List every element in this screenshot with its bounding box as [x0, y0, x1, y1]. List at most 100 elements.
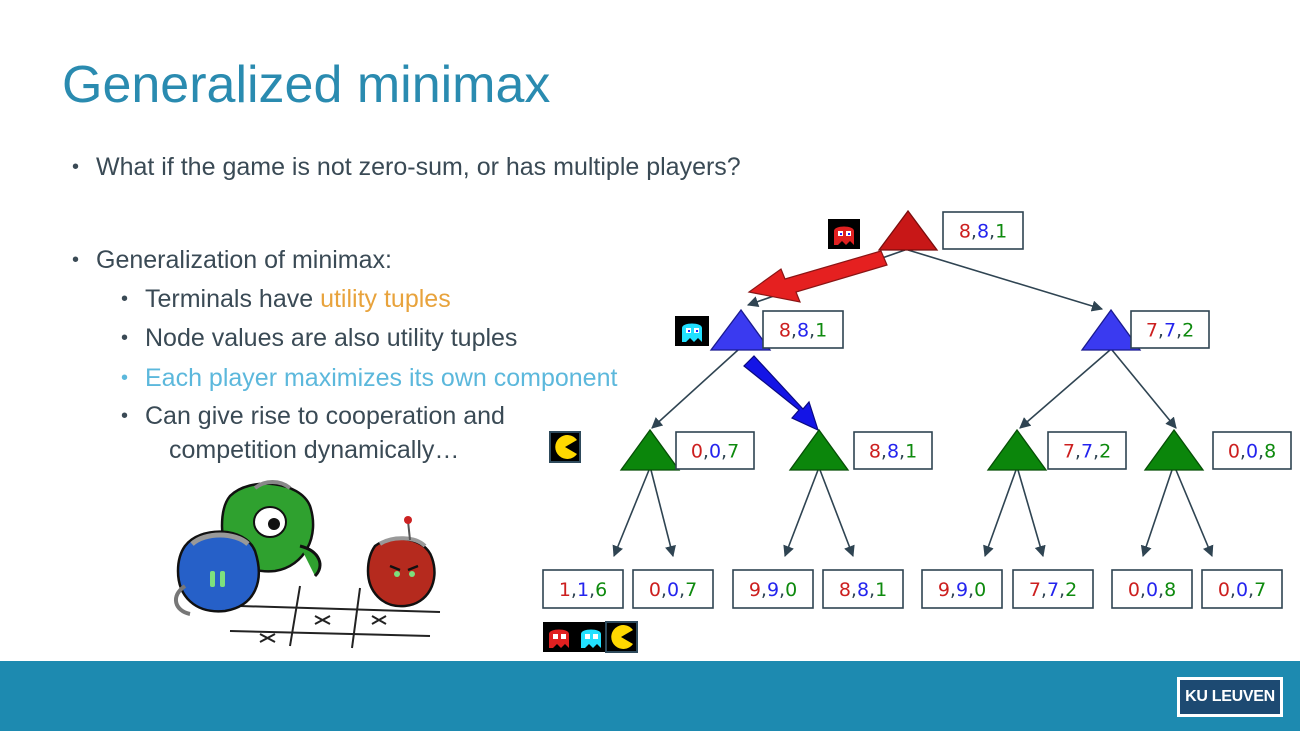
utility-component: 1 [995, 221, 1007, 243]
level2-value-box-1-text: 0,0,7 [691, 441, 739, 463]
tuple-separator: , [851, 579, 857, 601]
utility-component: 9 [767, 579, 779, 601]
footer-bar [0, 661, 1300, 731]
utility-component: 0 [1218, 579, 1230, 601]
ku-leuven-logo: KU LEUVEN [1177, 677, 1283, 717]
tuple-separator: , [950, 579, 956, 601]
utility-component: 2 [1065, 579, 1077, 601]
edge-l2c-leaf6 [1017, 469, 1046, 558]
leaf-value-box-1: 1,1,6 [542, 569, 624, 609]
leaf-value-box-2: 0,0,7 [632, 569, 714, 609]
utility-component: 7 [1029, 579, 1041, 601]
tuple-separator: , [881, 441, 887, 463]
level1-value-box-left-text: 8,8,1 [779, 320, 827, 342]
utility-component: 8 [869, 441, 881, 463]
players-legend-icons [543, 621, 638, 653]
leaf-value-box-3-text: 9,9,0 [749, 579, 797, 601]
utility-component: 0 [974, 579, 986, 601]
leaf-value-box-3: 9,9,0 [732, 569, 814, 609]
leaf-value-box-8: 0,0,7 [1201, 569, 1283, 609]
utility-component: 8 [1264, 441, 1276, 463]
utility-component: 7 [1146, 320, 1158, 342]
edge-root-right [907, 249, 1104, 312]
utility-component: 9 [749, 579, 761, 601]
tuple-separator: , [1041, 579, 1047, 601]
level1-value-box-left: 8,8,1 [762, 310, 844, 349]
utility-component: 0 [1146, 579, 1158, 601]
blue-best-move-arrow [743, 355, 819, 432]
utility-component: 1 [815, 320, 827, 342]
level2-value-box-1: 0,0,7 [675, 431, 755, 470]
level1-node-blue-right [1080, 308, 1142, 351]
utility-component: 9 [938, 579, 950, 601]
red-apple-character-icon [366, 516, 436, 608]
edge-l2a-leaf2 [650, 469, 676, 558]
leaf-value-box-6: 7,7,2 [1012, 569, 1094, 609]
leaf-value-box-6-text: 7,7,2 [1029, 579, 1077, 601]
tuple-separator: , [1158, 320, 1164, 342]
tuple-separator: , [968, 579, 974, 601]
edge-l1b-l2c [1019, 349, 1111, 429]
utility-component: 8 [797, 320, 809, 342]
tuple-separator: , [1158, 579, 1164, 601]
ku-leuven-logo-text: KU LEUVEN [1180, 680, 1280, 714]
leaf-value-box-1-text: 1,1,6 [559, 579, 607, 601]
utility-component: 7 [1063, 441, 1075, 463]
utility-component: 1 [905, 441, 917, 463]
tuple-separator: , [869, 579, 875, 601]
tuple-separator: , [971, 221, 977, 243]
leaf-value-box-4: 8,8,1 [822, 569, 904, 609]
edge-l2d-leaf8 [1175, 469, 1214, 558]
leaf-value-box-5-text: 9,9,0 [938, 579, 986, 601]
tuple-separator: , [571, 579, 577, 601]
tuple-separator: , [1059, 579, 1065, 601]
utility-component: 0 [709, 441, 721, 463]
root-max-node-red [877, 209, 939, 251]
utility-component: 2 [1099, 441, 1111, 463]
tuple-separator: , [779, 579, 785, 601]
utility-component: 7 [1164, 320, 1176, 342]
utility-component: 1 [875, 579, 887, 601]
utility-component: 1 [559, 579, 571, 601]
level2-value-box-3-text: 7,7,2 [1063, 441, 1111, 463]
tuple-separator: , [899, 441, 905, 463]
tuple-separator: , [703, 441, 709, 463]
root-value-box: 8,8,1 [942, 211, 1024, 250]
pacman-icon [549, 431, 581, 463]
utility-component: 7 [685, 579, 697, 601]
utility-component: 7 [1254, 579, 1266, 601]
tuple-separator: , [1248, 579, 1254, 601]
tuple-separator: , [589, 579, 595, 601]
edge-l1a-l2a [651, 349, 739, 429]
tree-edges [612, 249, 1214, 558]
utility-component: 8 [1164, 579, 1176, 601]
root-value-box-text: 8,8,1 [959, 221, 1007, 243]
utility-component: 8 [857, 579, 869, 601]
utility-component: 0 [1228, 441, 1240, 463]
edge-l2a-leaf1 [612, 469, 650, 558]
tuple-separator: , [1258, 441, 1264, 463]
tuple-separator: , [989, 221, 995, 243]
edge-l2d-leaf7 [1140, 469, 1173, 558]
utility-component: 2 [1182, 320, 1194, 342]
level2-node-green-4 [1143, 428, 1205, 471]
level1-value-box-right: 7,7,2 [1130, 310, 1210, 349]
level2-node-green-1 [619, 428, 681, 471]
level2-value-box-3: 7,7,2 [1047, 431, 1127, 470]
edge-l2c-leaf5 [983, 469, 1017, 558]
leaf-value-box-8-text: 0,0,7 [1218, 579, 1266, 601]
cartoon-illustration [174, 480, 441, 649]
utility-component: 7 [1047, 579, 1059, 601]
utility-component: 7 [727, 441, 739, 463]
edge-l2b-leaf4 [819, 469, 855, 558]
utility-component: 0 [785, 579, 797, 601]
level2-value-box-4-text: 0,0,8 [1228, 441, 1276, 463]
utility-component: 0 [1236, 579, 1248, 601]
level2-value-box-2-text: 8,8,1 [869, 441, 917, 463]
red-best-move-arrow [747, 250, 888, 303]
level1-value-box-right-text: 7,7,2 [1146, 320, 1194, 342]
tuple-separator: , [1140, 579, 1146, 601]
tuple-separator: , [1230, 579, 1236, 601]
